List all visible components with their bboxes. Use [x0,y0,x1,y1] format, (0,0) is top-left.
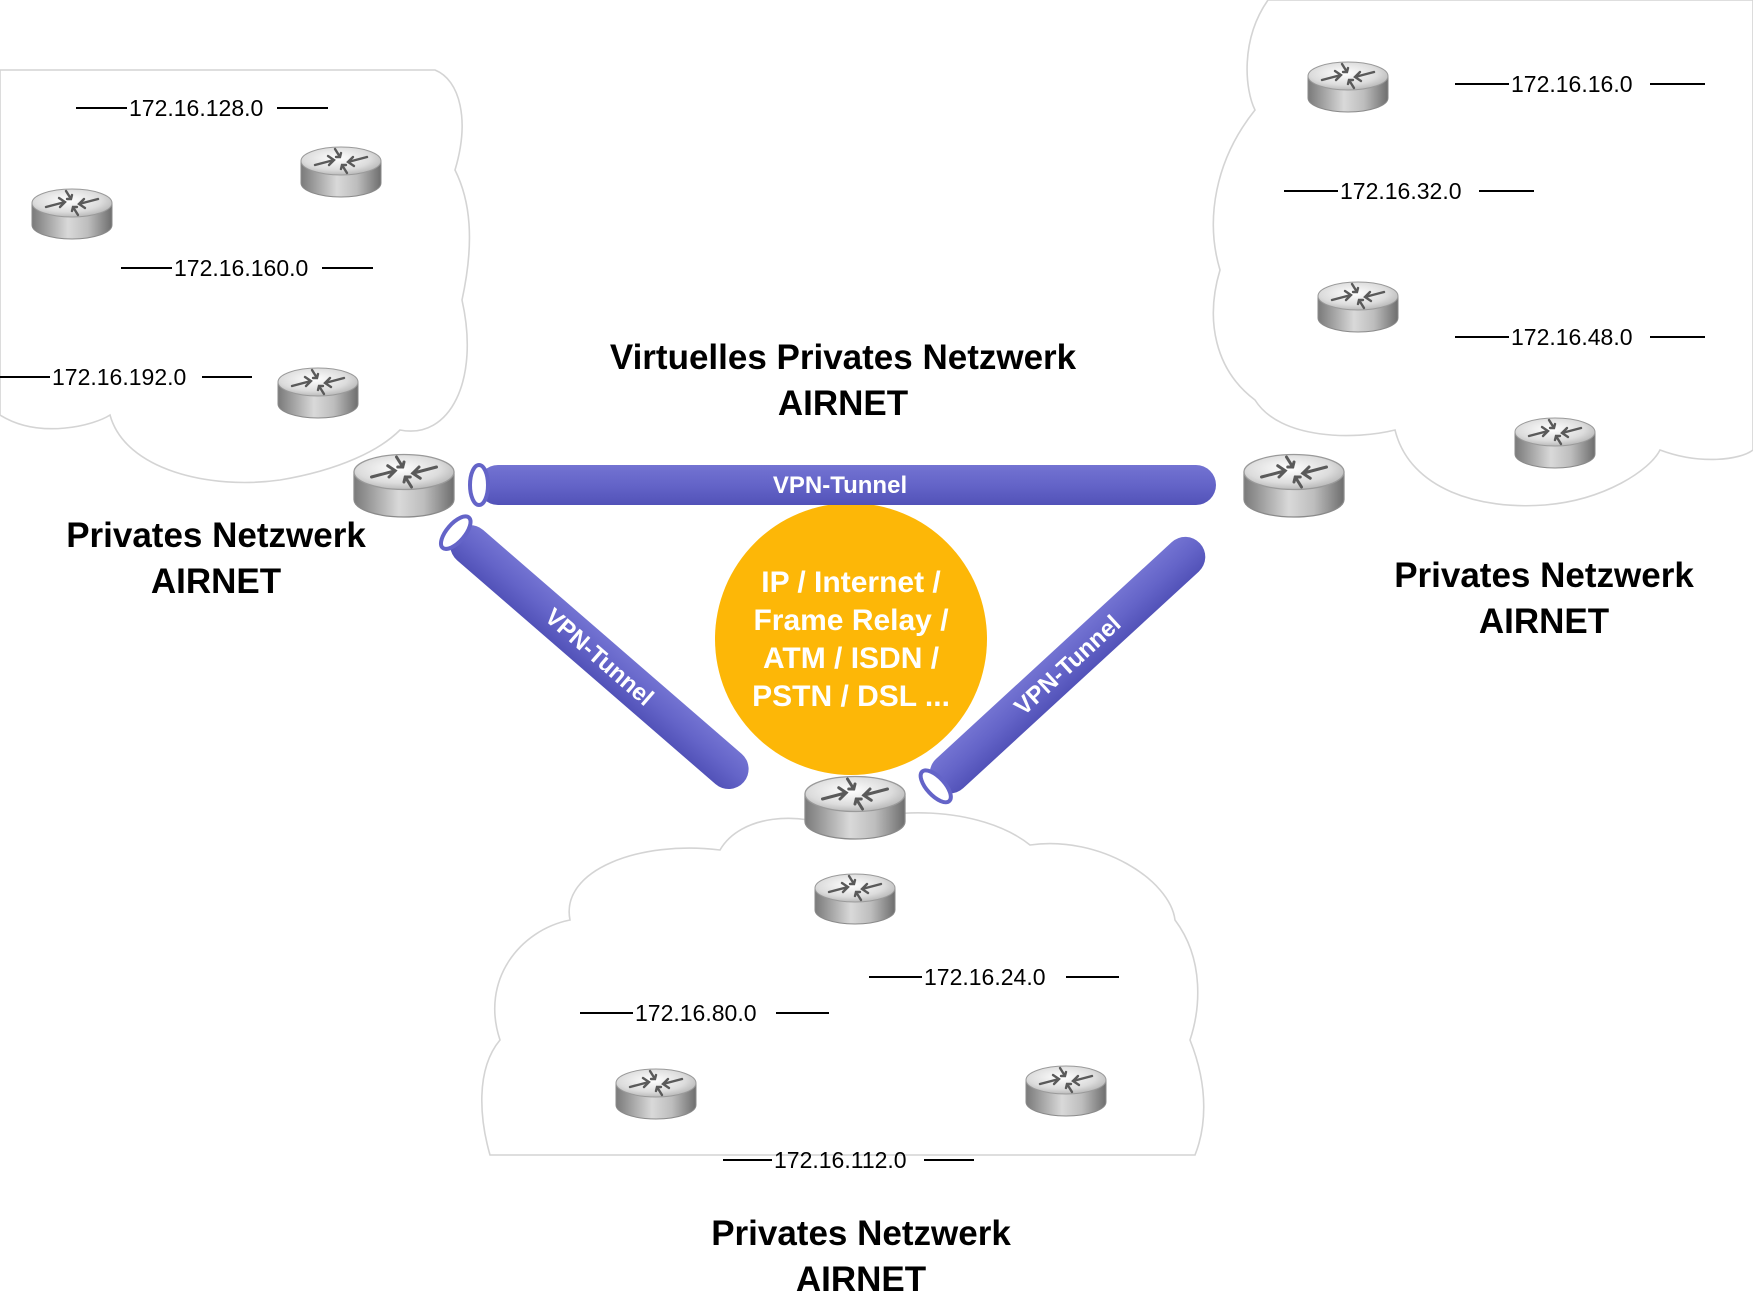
core-label-line: PSTN / DSL ... [752,680,950,713]
site-title-line1: Privates Netzwerk [1394,556,1694,595]
vpn-tunnel-top: VPN-Tunnel [468,463,1216,507]
left-network-labels: 172.16.128.0 172.16.160.0 172.16.192.0 [0,95,373,390]
router-icon [1242,453,1346,519]
core-label-line: Frame Relay / [753,604,949,637]
site-title-line1: Privates Netzwerk [711,1214,1011,1253]
vpn-title-line1: Virtuelles Privates Netzwerk [610,338,1077,377]
network-label: 172.16.192.0 [52,364,186,390]
network-label: 172.16.80.0 [635,1000,757,1026]
router-icon [813,872,897,926]
network-label: 172.16.32.0 [1340,178,1462,204]
router-icon [276,366,360,420]
site-title-line2: AIRNET [151,562,281,601]
core-network: IP / Internet / Frame Relay / ATM / ISDN… [715,503,987,775]
network-label: 172.16.16.0 [1511,71,1633,97]
router-icon [1513,416,1597,470]
tunnel-label: VPN-Tunnel [539,603,658,711]
router-icon [1024,1064,1108,1118]
cloud-right [1212,0,1753,507]
site-title-line2: AIRNET [1479,602,1609,641]
router-icon [352,453,456,519]
site-title-line2: AIRNET [796,1260,926,1293]
core-label-line: IP / Internet / [761,566,941,599]
bottom-network-labels: 172.16.24.0 172.16.80.0 172.16.112.0 [580,964,1119,1173]
tunnel-label: VPN-Tunnel [1009,610,1126,721]
vpn-tunnel-left: VPN-Tunnel [438,514,749,790]
router-icon [614,1067,698,1121]
network-label: 172.16.48.0 [1511,324,1633,350]
site-title-right: Privates Netzwerk AIRNET [1394,556,1694,641]
site-title-bottom: Privates Netzwerk AIRNET [711,1214,1011,1293]
network-label: 172.16.160.0 [174,255,308,281]
router-icon [803,775,907,841]
router-icon [30,187,114,241]
router-icon [1306,60,1390,114]
right-network-labels: 172.16.16.0 172.16.32.0 172.16.48.0 [1284,71,1705,350]
core-circle [715,503,987,775]
core-label-line: ATM / ISDN / [763,642,940,675]
tunnel-label: VPN-Tunnel [773,472,907,499]
router-icon [1316,280,1400,334]
network-label: 172.16.24.0 [924,964,1046,990]
site-title-line1: Privates Netzwerk [66,516,366,555]
site-title-left: Privates Netzwerk AIRNET [66,516,366,601]
vpn-title-line2: AIRNET [778,384,908,423]
network-label: 172.16.128.0 [129,95,263,121]
vpn-title: Virtuelles Privates Netzwerk AIRNET [610,338,1077,423]
router-icon [299,145,383,199]
network-label: 172.16.112.0 [774,1147,907,1173]
